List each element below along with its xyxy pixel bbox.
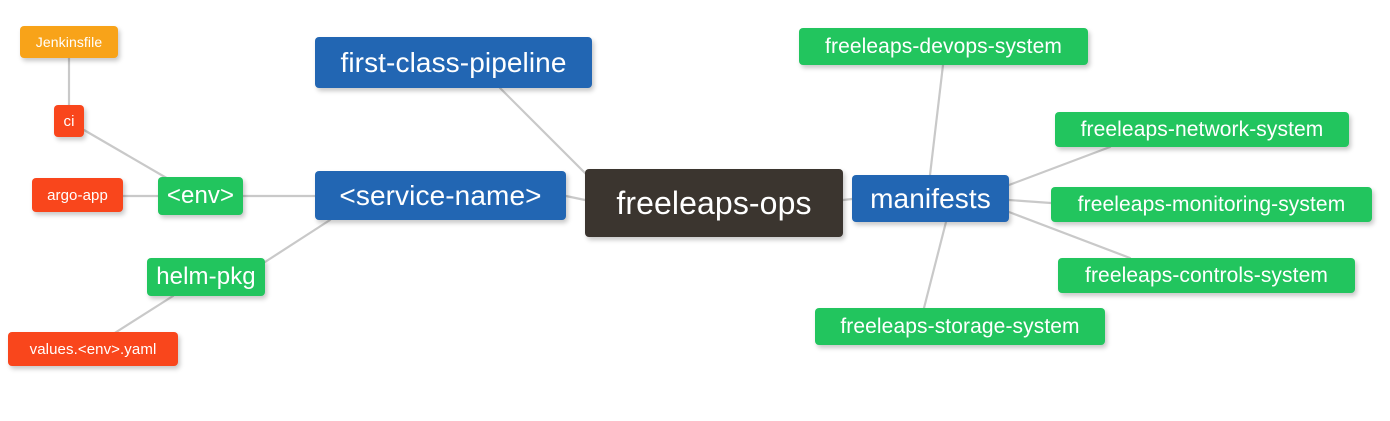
- node-label: Jenkinsfile: [35, 34, 103, 50]
- edge-helm-to-valuesyaml: [108, 294, 175, 338]
- node-label: freeleaps-controls-system: [1085, 264, 1328, 287]
- node-controls[interactable]: freeleaps-controls-system: [1058, 258, 1355, 293]
- node-devops[interactable]: freeleaps-devops-system: [799, 28, 1088, 65]
- edge-env-to-ci: [82, 128, 172, 182]
- node-service[interactable]: <service-name>: [315, 171, 566, 220]
- node-network[interactable]: freeleaps-network-system: [1055, 112, 1349, 147]
- edge-manifests-to-network: [1007, 145, 1112, 187]
- node-label: <env>: [166, 182, 235, 209]
- node-ci[interactable]: ci: [54, 105, 84, 137]
- node-valuesyaml[interactable]: values.<env>.yaml: [8, 332, 178, 366]
- edge-manifests-to-devops: [928, 63, 945, 177]
- node-manifests[interactable]: manifests: [852, 175, 1009, 222]
- node-label: freeleaps-network-system: [1080, 118, 1324, 141]
- edge-manifests-to-monitoring: [1007, 198, 1053, 205]
- node-label: values.<env>.yaml: [29, 340, 157, 358]
- edge-root-to-service: [564, 194, 587, 202]
- node-label: <service-name>: [339, 179, 542, 211]
- node-helm[interactable]: helm-pkg: [147, 258, 265, 296]
- node-label: ci: [63, 112, 75, 130]
- edge-root-to-manifests: [841, 197, 854, 202]
- node-jenkinsfile[interactable]: Jenkinsfile: [20, 26, 118, 58]
- node-root[interactable]: freeleaps-ops: [585, 169, 843, 237]
- node-env[interactable]: <env>: [158, 177, 243, 215]
- node-label: first-class-pipeline: [340, 46, 567, 78]
- edge-service-to-helm: [263, 218, 332, 264]
- node-label: freeleaps-monitoring-system: [1077, 193, 1346, 216]
- node-label: freeleaps-devops-system: [825, 35, 1062, 58]
- node-monitoring[interactable]: freeleaps-monitoring-system: [1051, 187, 1372, 222]
- edge-manifests-to-storage: [922, 220, 948, 310]
- node-pipeline[interactable]: first-class-pipeline: [315, 37, 592, 88]
- node-argoapp[interactable]: argo-app: [32, 178, 123, 212]
- node-label: manifests: [870, 182, 991, 214]
- node-label: argo-app: [47, 186, 108, 204]
- edge-root-to-pipeline: [498, 86, 594, 182]
- node-storage[interactable]: freeleaps-storage-system: [815, 308, 1105, 345]
- node-label: freeleaps-ops: [616, 185, 812, 221]
- node-label: freeleaps-storage-system: [840, 315, 1080, 338]
- node-label: helm-pkg: [156, 263, 256, 290]
